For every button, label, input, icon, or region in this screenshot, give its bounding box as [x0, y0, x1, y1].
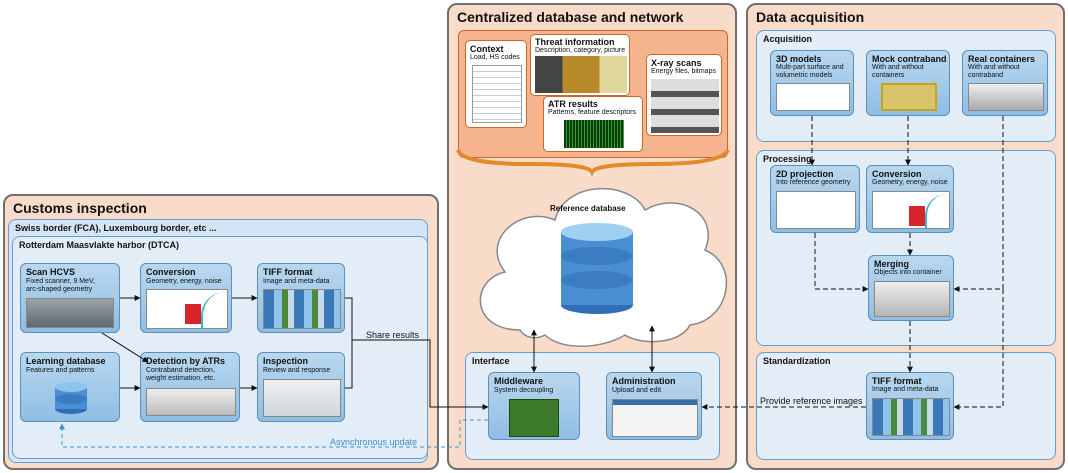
administration-title: Administration	[612, 376, 676, 386]
projection-2d-node: 2D projection Into reference geometry	[770, 165, 860, 233]
acq-conversion-red-block	[909, 206, 925, 226]
customs-inspection-title: Customs inspection	[13, 200, 147, 216]
models-3d-node: 3D models Multi-part surface and volumet…	[770, 50, 854, 116]
truck-xray-thumb	[146, 388, 236, 416]
atr-results-title: ATR results	[548, 99, 598, 109]
detection-atrs-desc-2: weight estimation, etc.	[146, 375, 216, 382]
acq-tiff-node: TIFF format Image and meta-data	[866, 372, 954, 440]
context-card: Context Load, HS codes	[465, 40, 527, 128]
threat-info-desc: Description, category, picture	[535, 47, 626, 54]
conversion-cyan-arc	[201, 292, 225, 328]
context-title: Context	[470, 44, 504, 54]
detection-atrs-desc-1: Contraband detection,	[146, 367, 215, 374]
mock-contraband-desc-1: With and without	[872, 64, 924, 71]
share-results-label: Share results	[366, 330, 420, 340]
real-containers-node: Real containers With and without contrab…	[962, 50, 1048, 116]
real-containers-desc-2: contraband	[968, 72, 1004, 79]
async-update-label: Asynchronous update	[330, 437, 418, 447]
merging-title: Merging	[874, 259, 909, 269]
middleware-node: Middleware System decoupling	[488, 372, 580, 440]
detection-atrs-title: Detection by ATRs	[146, 356, 226, 366]
projection-2d-thumb	[776, 191, 856, 229]
acq-conversion-title: Conversion	[872, 169, 922, 179]
customs-tiff-title: TIFF format	[263, 267, 313, 277]
learning-database-title: Learning database	[26, 356, 106, 366]
harbor-title: Rotterdam Maasvlakte harbor (DTCA)	[19, 240, 180, 250]
inspection-desc: Review and response	[263, 367, 331, 374]
administration-desc: Upload and edit	[612, 387, 662, 394]
admin-screen-thumb	[612, 399, 698, 437]
acq-conversion-node: Conversion Geometry, energy, noise	[866, 165, 954, 233]
real-containers-desc-1: With and without	[968, 64, 1020, 71]
acq-conversion-thumb	[872, 191, 950, 229]
inspection-screen-thumb	[263, 379, 341, 417]
acq-conversion-cyan-arc	[925, 194, 947, 228]
xray-scans-card: X-ray scans Energy files, bitmaps	[646, 54, 722, 136]
customs-conversion-desc: Geometry, energy, noise	[146, 278, 222, 285]
models-3d-desc-2: volumetric models	[776, 72, 833, 79]
models-3d-thumb	[776, 83, 850, 111]
mock-contraband-desc-2: containers	[872, 72, 905, 79]
threat-info-card: Threat information Description, category…	[530, 34, 630, 96]
xray-scans-desc: Energy files, bitmaps	[651, 68, 716, 75]
standardization-group-title: Standardization	[763, 356, 831, 366]
scan-hcvs-node: Scan HCVS Fixed scanner, 9 MeV, arc-shap…	[20, 263, 120, 333]
learning-database-node: Learning database Features and patterns	[20, 352, 120, 422]
borders-title: Swiss border (FCA), Luxembourg border, e…	[15, 223, 217, 233]
real-containers-thumb	[968, 83, 1044, 111]
customs-conversion-node: Conversion Geometry, energy, noise	[140, 263, 232, 333]
merging-thumb	[874, 281, 950, 317]
projection-2d-desc: Into reference geometry	[776, 179, 851, 186]
conversion-red-block	[185, 304, 201, 324]
context-document-thumb	[472, 65, 522, 123]
xray-scan-thumb	[651, 79, 719, 133]
atr-results-card: ATR results Patterns, feature descriptor…	[543, 96, 643, 152]
customs-conversion-title: Conversion	[146, 267, 196, 277]
models-3d-title: 3D models	[776, 54, 822, 64]
acq-tiff-thumb	[872, 398, 950, 436]
customs-tiff-desc: Image and meta-data	[263, 278, 330, 285]
provide-reference-label: Provide reference images	[760, 396, 863, 406]
customs-tiff-node: TIFF format Image and meta-data	[257, 263, 345, 333]
central-database-title: Centralized database and network	[457, 9, 684, 25]
acq-conversion-desc: Geometry, energy, noise	[872, 179, 948, 186]
xray-scans-title: X-ray scans	[651, 58, 702, 68]
mock-contraband-title: Mock contraband	[872, 54, 947, 64]
real-containers-title: Real containers	[968, 54, 1036, 64]
merging-desc: Objects into container	[874, 269, 942, 276]
middleware-chip-thumb	[509, 399, 559, 437]
database-icon	[55, 382, 87, 414]
scan-hcvs-desc-2: arc-shaped geometry	[26, 286, 93, 293]
projection-2d-title: 2D projection	[776, 169, 834, 179]
merging-node: Merging Objects into container	[868, 255, 954, 321]
atr-results-desc: Patterns, feature descriptors	[548, 109, 636, 116]
processing-group-title: Processing	[763, 154, 812, 164]
acq-tiff-desc: Image and meta-data	[872, 386, 939, 393]
learning-database-desc: Features and patterns	[26, 367, 95, 374]
models-3d-desc-1: Multi-part surface and	[776, 64, 844, 71]
scanner-photo	[26, 298, 114, 328]
reference-db-label: Reference database	[550, 204, 626, 213]
inspection-node: Inspection Review and response	[257, 352, 345, 422]
context-desc: Load, HS codes	[470, 54, 520, 61]
administration-node: Administration Upload and edit	[606, 372, 702, 440]
interface-title: Interface	[472, 356, 510, 366]
detection-atrs-node: Detection by ATRs Contraband detection, …	[140, 352, 240, 422]
tiff-stack-thumb	[263, 289, 341, 329]
inspection-title: Inspection	[263, 356, 309, 366]
acquisition-group-title: Acquisition	[763, 34, 812, 44]
middleware-title: Middleware	[494, 376, 544, 386]
acq-tiff-title: TIFF format	[872, 376, 922, 386]
conversion-plot-thumb	[146, 289, 228, 329]
atr-pattern-thumb	[564, 120, 624, 148]
scan-hcvs-title: Scan HCVS	[26, 267, 76, 277]
mock-contraband-thumb	[881, 83, 937, 111]
mock-contraband-node: Mock contraband With and without contain…	[866, 50, 950, 116]
threat-info-title: Threat information	[535, 37, 615, 47]
middleware-desc: System decoupling	[494, 387, 554, 394]
scan-hcvs-desc-1: Fixed scanner, 9 MeV,	[26, 278, 96, 285]
threat-photo-thumb	[535, 56, 627, 93]
data-acquisition-title: Data acquisition	[756, 9, 865, 25]
